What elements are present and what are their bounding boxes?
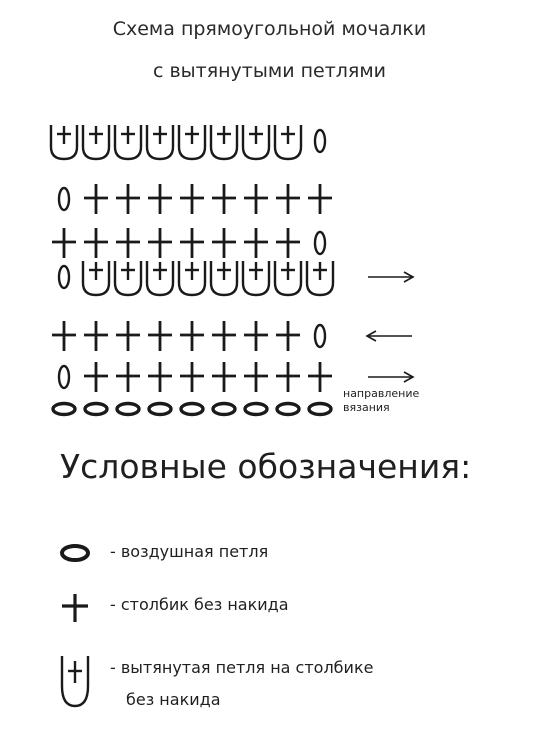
chain-stitch-icon (60, 544, 90, 562)
single-crochet-icon (62, 594, 88, 622)
single-crochet-symbol (84, 228, 108, 258)
single-crochet-symbol (308, 184, 332, 214)
elongated-loop-symbol (177, 261, 207, 297)
single-crochet-symbol (212, 362, 236, 392)
elongated-loop-symbol (273, 261, 303, 297)
single-crochet-symbol (244, 184, 268, 214)
single-crochet-symbol (212, 228, 236, 258)
single-crochet-symbol (148, 321, 172, 351)
elongated-loop-symbol (81, 261, 111, 297)
scheme-rows (49, 125, 335, 417)
scheme-row (49, 125, 327, 161)
single-crochet-symbol (244, 228, 268, 258)
single-crochet-symbol (84, 362, 108, 392)
single-crochet-symbol (148, 184, 172, 214)
single-crochet-symbol (180, 184, 204, 214)
scheme-row (52, 228, 327, 258)
legend-title: Условные обозначения: (60, 447, 472, 486)
scheme-row (57, 184, 332, 214)
single-crochet-symbol (116, 184, 140, 214)
elongated-loop-symbol (177, 125, 207, 161)
single-crochet-symbol (212, 321, 236, 351)
single-crochet-symbol (244, 362, 268, 392)
single-crochet-symbol (116, 228, 140, 258)
elongated-loop-symbol (113, 125, 143, 161)
chain-stitch-symbol (115, 401, 141, 417)
single-crochet-symbol (116, 321, 140, 351)
legend-item-single-crochet: - столбик без накида (110, 595, 289, 614)
single-crochet-symbol (276, 321, 300, 351)
elongated-loop-symbol (241, 261, 271, 297)
elongated-loop-symbol (113, 261, 143, 297)
legend-item-chain: - воздушная петля (110, 542, 269, 561)
chain-stitch-symbol (83, 401, 109, 417)
single-crochet-symbol (148, 228, 172, 258)
elongated-loop-symbol (145, 125, 175, 161)
chain-stitch-symbol (307, 401, 333, 417)
elongated-loop-symbol (241, 125, 271, 161)
single-crochet-symbol (276, 362, 300, 392)
single-crochet-symbol (116, 362, 140, 392)
direction-label: направление (343, 387, 420, 400)
scheme-row (57, 261, 335, 297)
scheme-subtitle: с вытянутыми петлями (152, 60, 387, 82)
direction-arrows (365, 271, 415, 383)
chain-stitch-symbol (275, 401, 301, 417)
single-crochet-symbol (276, 184, 300, 214)
arrow-right-icon (368, 271, 415, 283)
single-crochet-symbol (84, 321, 108, 351)
single-crochet-symbol (180, 228, 204, 258)
single-crochet-symbol (276, 228, 300, 258)
turning-chain-symbol (57, 186, 71, 212)
single-crochet-symbol (308, 362, 332, 392)
elongated-loop-symbol (305, 261, 335, 297)
single-crochet-symbol (84, 184, 108, 214)
single-crochet-symbol (52, 228, 76, 258)
legend-item-elongated-loop-2: без накида (126, 690, 221, 709)
chain-stitch-symbol (147, 401, 173, 417)
chain-stitch-symbol (179, 401, 205, 417)
chain-stitch-symbol (243, 401, 269, 417)
turning-chain-symbol (57, 364, 71, 390)
elongated-loop-symbol (209, 125, 239, 161)
single-crochet-symbol (212, 184, 236, 214)
chain-stitch-symbol (211, 401, 237, 417)
scheme-row (57, 362, 332, 392)
arrow-right-icon (368, 371, 415, 383)
single-crochet-symbol (52, 321, 76, 351)
turning-chain-symbol (313, 323, 327, 349)
arrow-left-icon (365, 330, 412, 342)
direction-label-2: вязания (343, 401, 390, 414)
single-crochet-symbol (180, 362, 204, 392)
scheme-row (52, 321, 327, 351)
single-crochet-symbol (244, 321, 268, 351)
turning-chain-symbol (313, 230, 327, 256)
legend-item-elongated-loop: - вытянутая петля на столбике (110, 658, 374, 677)
elongated-loop-symbol (209, 261, 239, 297)
turning-chain-symbol (57, 264, 71, 290)
single-crochet-symbol (148, 362, 172, 392)
chain-stitch-symbol (51, 401, 77, 417)
turning-chain-symbol (313, 128, 327, 154)
scheme-title: Схема прямоугольной мочалки (112, 18, 427, 40)
elongated-loop-symbol (145, 261, 175, 297)
elongated-loop-symbol (81, 125, 111, 161)
elongated-loop-symbol (273, 125, 303, 161)
scheme-row (51, 401, 333, 417)
elongated-loop-icon (60, 656, 90, 708)
single-crochet-symbol (180, 321, 204, 351)
elongated-loop-symbol (49, 125, 79, 161)
